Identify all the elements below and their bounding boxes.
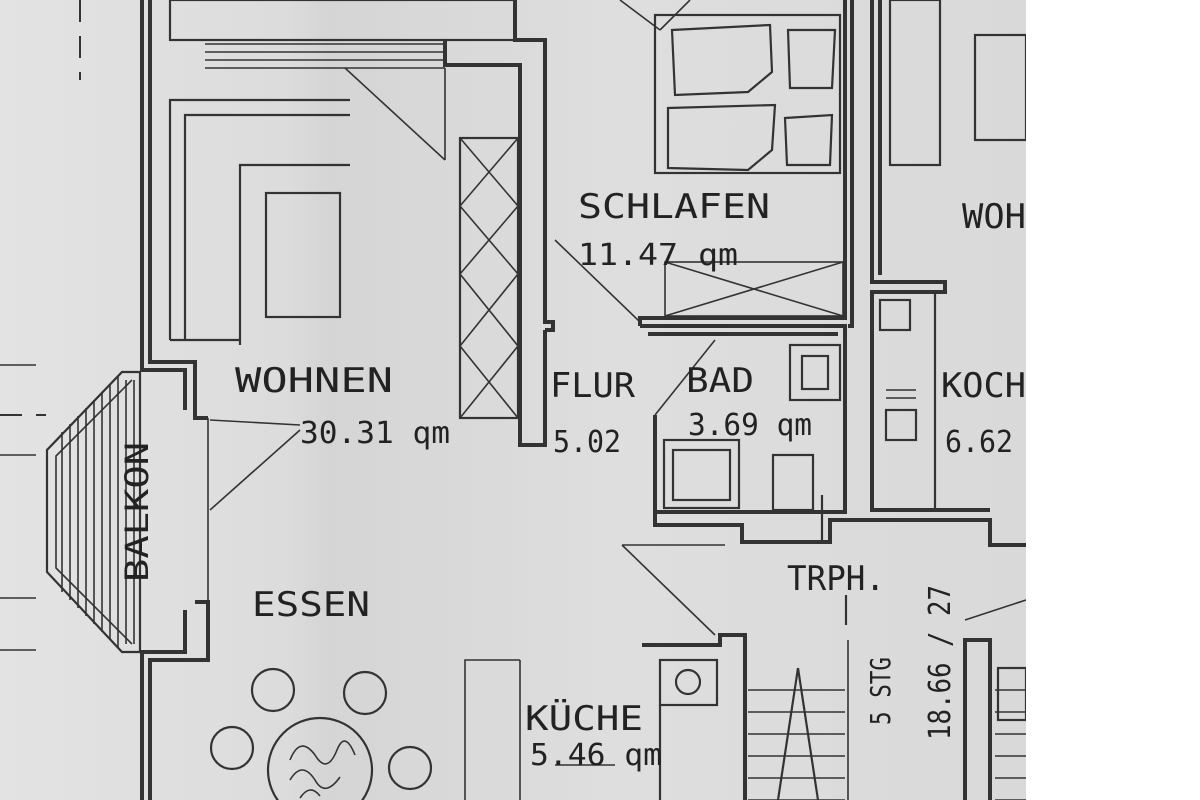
room-area-schlafen: 11.47 qm [578,238,738,273]
left-guide-lines [0,0,81,651]
staircase [748,599,1026,800]
interior-walls-center [443,0,555,447]
chair [209,725,255,771]
bathroom-walls [640,324,847,514]
stair-ratio-label: 18.66 / 27 [923,585,958,740]
room-label-treppenhaus: TRPH. [787,559,885,599]
dining-set [209,667,433,800]
stair-steps-label: 5 STG [864,657,897,725]
room-area-kueche: 5.46 qm [530,738,662,773]
floor-plan-sheet: SCHLAFEN 11.47 qm WOHNEN 30.31 qm FLUR 5… [0,0,1026,800]
room-label-kochen: KOCH [941,366,1026,406]
sofa [168,98,350,345]
room-label-balkon: BALKON [118,442,156,582]
room-label-flur: FLUR [550,366,636,406]
kitchen-right-walls [870,0,1026,512]
room-area-flur: 5.02 [553,425,621,460]
floor-plan: SCHLAFEN 11.47 qm WOHNEN 30.31 qm FLUR 5… [0,0,1026,800]
bedroom-walls [554,0,854,328]
room-area-kochen: 6.62 [945,425,1013,460]
room-label-wohnen-right: WOH [962,197,1026,237]
room-label-wohnen: WOHNEN [235,361,393,401]
room-label-schlafen: SCHLAFEN [578,187,770,227]
chair [387,745,433,791]
exterior-wall-left [140,0,210,800]
room-area-bad: 3.69 qm [688,408,812,443]
room-label-bad: BAD [686,361,754,401]
chair [342,670,388,716]
balcony [45,370,142,654]
bed-bedding [666,23,837,172]
window-swing-lines [209,419,301,511]
lower-kitchen-walls [464,633,747,800]
chair [250,667,296,713]
dining-table [266,716,374,800]
room-label-essen: ESSEN [252,585,370,625]
top-window [168,0,517,161]
room-area-wohnen: 30.31 qm [300,416,450,451]
room-label-kueche: KÜCHE [525,698,643,739]
corridor-lower-walls [621,495,1026,636]
